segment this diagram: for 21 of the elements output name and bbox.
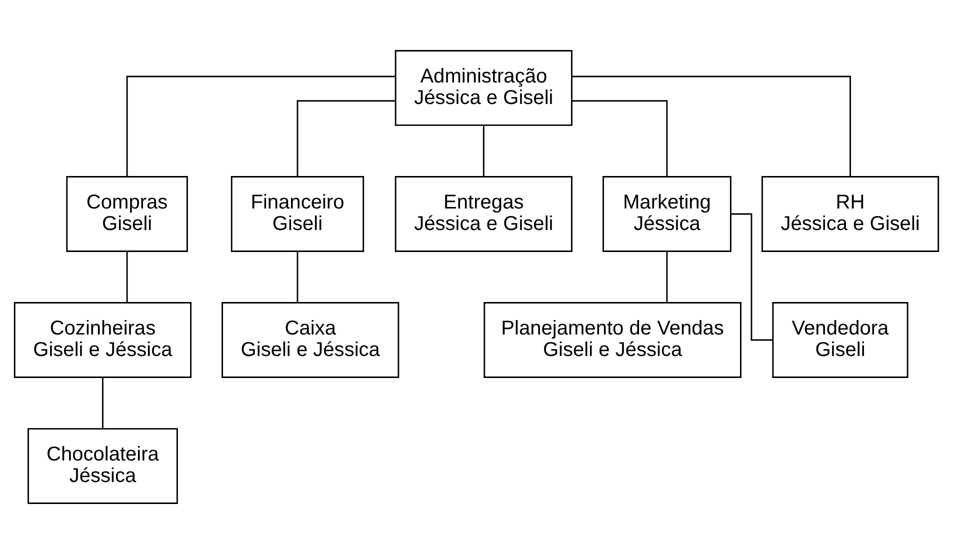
node-box: Cozinheiras Giseli e Jéssica — [14, 302, 192, 378]
node-box: Vendedora Giseli — [772, 302, 908, 378]
connector — [666, 251, 668, 302]
node-box: Chocolateira Jéssica — [28, 428, 178, 504]
connector — [572, 75, 851, 176]
node-box: Compras Giseli — [66, 176, 188, 252]
connector — [126, 75, 396, 176]
node-box: Financeiro Giseli — [230, 176, 364, 252]
node-box: Entregas Jéssica e Giseli — [394, 176, 572, 252]
node-box: Caixa Giseli e Jéssica — [222, 302, 400, 378]
connector — [296, 251, 298, 302]
connector — [296, 100, 396, 176]
connector — [482, 125, 484, 176]
node-box: Planejamento de Vendas Giseli e Jéssica — [484, 302, 742, 378]
connector — [126, 251, 128, 302]
node-box: Marketing Jéssica — [602, 176, 732, 252]
node-box: Administração Jéssica e Giseli — [394, 50, 572, 126]
connector — [572, 100, 668, 176]
node-box: RH Jéssica e Giseli — [762, 176, 940, 252]
connector — [731, 212, 772, 340]
connector — [102, 377, 104, 428]
